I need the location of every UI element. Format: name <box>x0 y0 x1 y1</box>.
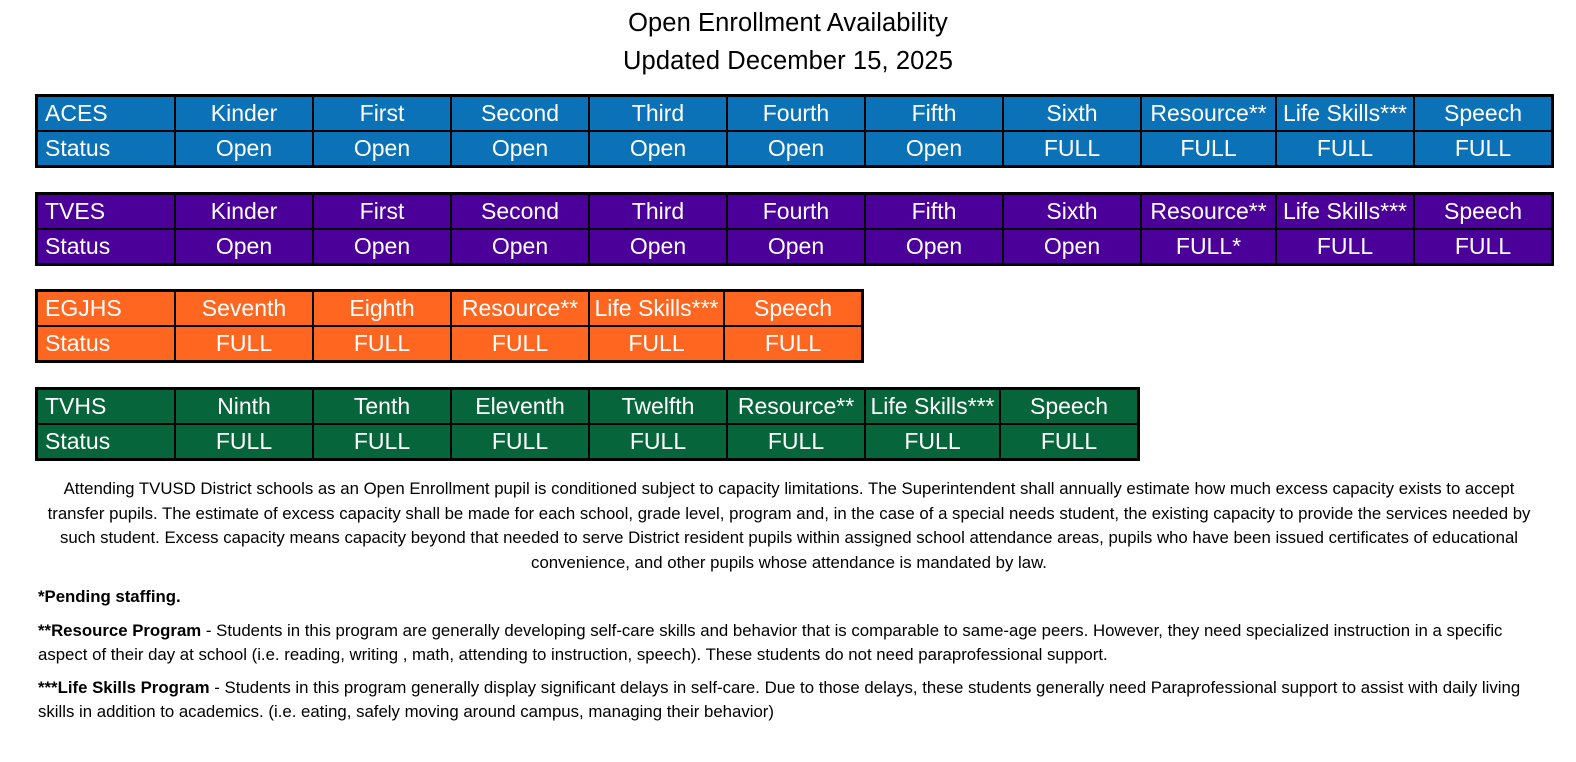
availability-tables: ACES Kinder First Second Third Fourth Fi… <box>0 94 1576 461</box>
availability-table-tves: TVES Kinder First Second Third Fourth Fi… <box>35 192 1554 266</box>
grade-header-cell: Life Skills*** <box>1277 97 1413 130</box>
status-cell: FULL <box>176 425 312 458</box>
status-cell: Open <box>866 230 1002 263</box>
grade-header-cell: Twelfth <box>590 390 726 423</box>
status-cell: Open <box>452 132 588 165</box>
footnote-resource-marker: ** <box>38 620 52 640</box>
status-label-cell: Status <box>38 132 174 165</box>
school-name-cell: ACES <box>38 97 174 130</box>
table-row: Status FULL FULL FULL FULL FULL <box>38 327 861 360</box>
table-row: ACES Kinder First Second Third Fourth Fi… <box>38 97 1551 130</box>
footnote-life-skills-title: Life Skills Program <box>57 677 210 697</box>
grade-header-cell: Life Skills*** <box>1277 195 1413 228</box>
status-cell: Open <box>176 230 312 263</box>
status-cell: FULL <box>590 425 726 458</box>
grade-header-cell: Speech <box>725 292 861 325</box>
footnote-life-skills-marker: *** <box>38 677 58 697</box>
table-row: TVHS Ninth Tenth Eleventh Twelfth Resour… <box>38 390 1137 423</box>
status-cell: Open <box>314 230 450 263</box>
status-cell: FULL <box>725 327 861 360</box>
grade-header-cell: Resource** <box>452 292 588 325</box>
grade-header-cell: Kinder <box>176 97 312 130</box>
status-cell: FULL <box>1142 132 1275 165</box>
grade-header-cell: Resource** <box>728 390 864 423</box>
availability-table-tvhs: TVHS Ninth Tenth Eleventh Twelfth Resour… <box>35 387 1140 461</box>
school-name-cell: TVES <box>38 195 174 228</box>
status-cell: Open <box>590 230 726 263</box>
status-cell: FULL <box>452 425 588 458</box>
footnote-resource-body: - Students in this program are generally… <box>38 620 1503 665</box>
status-cell: FULL <box>1415 132 1551 165</box>
status-cell: Open <box>728 132 864 165</box>
grade-header-cell: Speech <box>1415 97 1551 130</box>
table-row: Status Open Open Open Open Open Open Ope… <box>38 230 1551 263</box>
status-cell: FULL <box>1415 230 1551 263</box>
grade-header-cell: Ninth <box>176 390 312 423</box>
school-name-cell: TVHS <box>38 390 174 423</box>
grade-header-cell: Sixth <box>1004 195 1140 228</box>
grade-header-cell: Resource** <box>1142 195 1275 228</box>
status-cell: Open <box>590 132 726 165</box>
availability-table-egjhs: EGJHS Seventh Eighth Resource** Life Ski… <box>35 289 864 363</box>
status-label-cell: Status <box>38 425 174 458</box>
status-cell: FULL <box>452 327 588 360</box>
status-cell: FULL* <box>1142 230 1275 263</box>
grade-header-cell: Third <box>590 195 726 228</box>
grade-header-cell: First <box>314 97 450 130</box>
table-row: TVES Kinder First Second Third Fourth Fi… <box>38 195 1551 228</box>
status-cell: FULL <box>1004 132 1140 165</box>
page-title: Open Enrollment Availability Updated Dec… <box>0 0 1576 80</box>
status-cell: Open <box>452 230 588 263</box>
page-title-updated: Updated December 15, 2025 <box>623 47 953 75</box>
grade-header-cell: Seventh <box>176 292 312 325</box>
status-cell: FULL <box>176 327 312 360</box>
grade-header-cell: First <box>314 195 450 228</box>
status-cell: FULL <box>1277 132 1413 165</box>
table-row: Status Open Open Open Open Open Open FUL… <box>38 132 1551 165</box>
page-title-main: Open Enrollment Availability <box>628 9 948 37</box>
status-cell: FULL <box>1277 230 1413 263</box>
school-name-cell: EGJHS <box>38 292 174 325</box>
grade-header-cell: Fourth <box>728 97 864 130</box>
footnote-life-skills-body: - Students in this program generally dis… <box>38 677 1521 722</box>
policy-text-area: Attending TVUSD District schools as an O… <box>0 477 1576 725</box>
status-cell: Open <box>1004 230 1140 263</box>
policy-paragraph: Attending TVUSD District schools as an O… <box>47 479 1531 572</box>
grade-header-cell: Speech <box>1001 390 1137 423</box>
grade-header-cell: Fourth <box>728 195 864 228</box>
grade-header-cell: Fifth <box>866 195 1002 228</box>
footnote-pending-staffing: *Pending staffing. <box>38 587 181 606</box>
status-cell: Open <box>176 132 312 165</box>
status-label-cell: Status <box>38 327 174 360</box>
footnote-resource-program: **Resource Program - Students in this pr… <box>38 619 1540 668</box>
grade-header-cell: Tenth <box>314 390 450 423</box>
status-cell: Open <box>728 230 864 263</box>
grade-header-cell: Life Skills*** <box>590 292 723 325</box>
status-cell: FULL <box>314 327 450 360</box>
status-cell: Open <box>866 132 1002 165</box>
grade-header-cell: Resource** <box>1142 97 1275 130</box>
status-cell: FULL <box>590 327 723 360</box>
table-row: Status FULL FULL FULL FULL FULL FULL FUL… <box>38 425 1137 458</box>
grade-header-cell: Second <box>452 97 588 130</box>
status-cell: FULL <box>866 425 999 458</box>
grade-header-cell: Speech <box>1415 195 1551 228</box>
grade-header-cell: Fifth <box>866 97 1002 130</box>
grade-header-cell: Eighth <box>314 292 450 325</box>
status-cell: FULL <box>314 425 450 458</box>
status-label-cell: Status <box>38 230 174 263</box>
status-cell: FULL <box>728 425 864 458</box>
table-row: EGJHS Seventh Eighth Resource** Life Ski… <box>38 292 861 325</box>
grade-header-cell: Sixth <box>1004 97 1140 130</box>
status-cell: Open <box>314 132 450 165</box>
grade-header-cell: Life Skills*** <box>866 390 999 423</box>
grade-header-cell: Eleventh <box>452 390 588 423</box>
grade-header-cell: Kinder <box>176 195 312 228</box>
footnote-life-skills-program: ***Life Skills Program - Students in thi… <box>38 676 1540 725</box>
footnote-resource-title: Resource Program <box>51 620 202 640</box>
availability-table-aces: ACES Kinder First Second Third Fourth Fi… <box>35 94 1554 168</box>
grade-header-cell: Third <box>590 97 726 130</box>
status-cell: FULL <box>1001 425 1137 458</box>
grade-header-cell: Second <box>452 195 588 228</box>
